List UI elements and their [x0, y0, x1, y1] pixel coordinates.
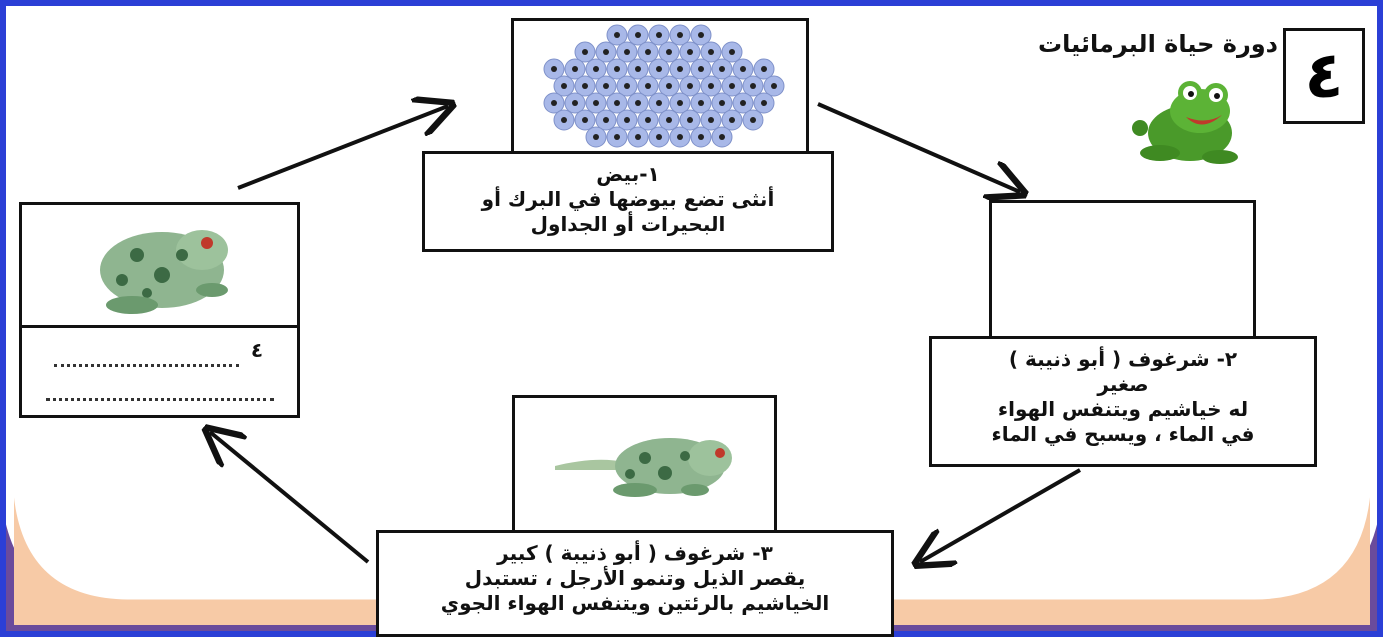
egg-embryo [656, 100, 662, 106]
egg-embryo [614, 32, 620, 38]
egg-embryo [551, 100, 557, 106]
stage-2-line-2: له خياشيم ويتنفس الهواء [997, 397, 1249, 421]
eggs-image-box [511, 18, 809, 158]
stage-3-heading: ٣- شرغوف ( أبو ذنيبة ) كبير [497, 541, 773, 565]
egg-embryo [677, 100, 683, 106]
tadpole-frog-image [555, 438, 732, 497]
egg-embryo [687, 83, 693, 89]
stage-1-line-1: أنثى تضع بيوضها في البرك أو [481, 187, 775, 211]
stage-4-heading: ٤ [250, 338, 264, 362]
egg-embryo [666, 49, 672, 55]
cartoon-frog-icon [1132, 81, 1238, 164]
egg-embryo [551, 66, 557, 72]
egg-embryo [666, 117, 672, 123]
egg-embryo [582, 83, 588, 89]
egg-embryo [677, 66, 683, 72]
egg-embryo [635, 66, 641, 72]
egg-embryo [572, 100, 578, 106]
egg-embryo [593, 134, 599, 140]
egg-embryo [572, 66, 578, 72]
egg-embryo [593, 100, 599, 106]
empty-image-box [989, 200, 1256, 342]
egg-embryo [719, 66, 725, 72]
egg-embryo [740, 66, 746, 72]
stage-2-line-3: في الماء ، ويسبح في الماء [991, 422, 1255, 446]
stage-1-line-2: البحيرات أو الجداول [530, 212, 726, 236]
egg-embryo [677, 32, 683, 38]
stage-2-box: ٢- شرغوف ( أبو ذنيبة ) صغير له خياشيم وي… [929, 336, 1317, 467]
egg-embryo [719, 100, 725, 106]
egg-embryo [614, 134, 620, 140]
stage-3-box: ٣- شرغوف ( أبو ذنيبة ) كبير يقصر الذيل و… [376, 530, 894, 637]
diagram-title: دورة حياة البرمائيات [1038, 30, 1278, 58]
stage-4-box: ٤ [19, 325, 300, 418]
egg-embryo [656, 32, 662, 38]
egg-embryo [656, 134, 662, 140]
egg-embryo [740, 100, 746, 106]
egg-embryo [635, 32, 641, 38]
egg-embryo [771, 83, 777, 89]
egg-embryo [719, 134, 725, 140]
stage-2-line-1: صغير [1097, 372, 1149, 396]
lesson-number: ٤ [1283, 28, 1365, 124]
egg-embryo [645, 49, 651, 55]
egg-embryo [708, 49, 714, 55]
egg-embryo [708, 83, 714, 89]
egg-embryo [656, 66, 662, 72]
egg-embryo [614, 100, 620, 106]
egg-embryo [687, 49, 693, 55]
stage-3-line-2: الخياشيم بالرئتين ويتنفس الهواء الجوي [440, 591, 830, 615]
egg-embryo [729, 117, 735, 123]
egg-embryo [687, 117, 693, 123]
adult-frog-image [100, 230, 228, 314]
stage-3-line-1: يقصر الذيل وتنمو الأرجل ، تستبدل [464, 566, 806, 590]
egg-embryo [645, 117, 651, 123]
egg-embryo [750, 83, 756, 89]
egg-embryo [561, 117, 567, 123]
answer-line-1 [54, 364, 239, 367]
egg-embryo [614, 66, 620, 72]
egg-embryo [603, 83, 609, 89]
egg-embryo [677, 134, 683, 140]
eggs-image [543, 24, 785, 148]
egg-embryo [750, 117, 756, 123]
answer-line-2 [46, 398, 274, 401]
egg-embryo [624, 117, 630, 123]
egg-embryo [603, 117, 609, 123]
egg-embryo [698, 32, 704, 38]
adult-frog-image-box [19, 202, 300, 330]
egg-embryo [698, 134, 704, 140]
egg-embryo [561, 83, 567, 89]
egg-embryo [708, 117, 714, 123]
egg-embryo [761, 100, 767, 106]
stage-1-box: ١-بيض أنثى تضع بيوضها في البرك أو البحير… [422, 151, 834, 252]
stage-2-heading: ٢- شرغوف ( أبو ذنيبة ) [1008, 347, 1238, 371]
stage-1-heading: ١-بيض [596, 162, 660, 186]
egg-embryo [729, 83, 735, 89]
egg-embryo [582, 117, 588, 123]
egg-embryo [624, 49, 630, 55]
egg-embryo [698, 66, 704, 72]
egg-embryo [624, 83, 630, 89]
bottom-fill [14, 470, 1370, 625]
egg-embryo [593, 66, 599, 72]
egg-embryo [666, 83, 672, 89]
egg-embryo [645, 83, 651, 89]
egg-embryo [729, 49, 735, 55]
egg-embryo [635, 100, 641, 106]
tadpole-image-box [512, 395, 777, 535]
egg-embryo [635, 134, 641, 140]
egg-embryo [698, 100, 704, 106]
egg-embryo [603, 49, 609, 55]
egg-embryo [761, 66, 767, 72]
egg-embryo [582, 49, 588, 55]
